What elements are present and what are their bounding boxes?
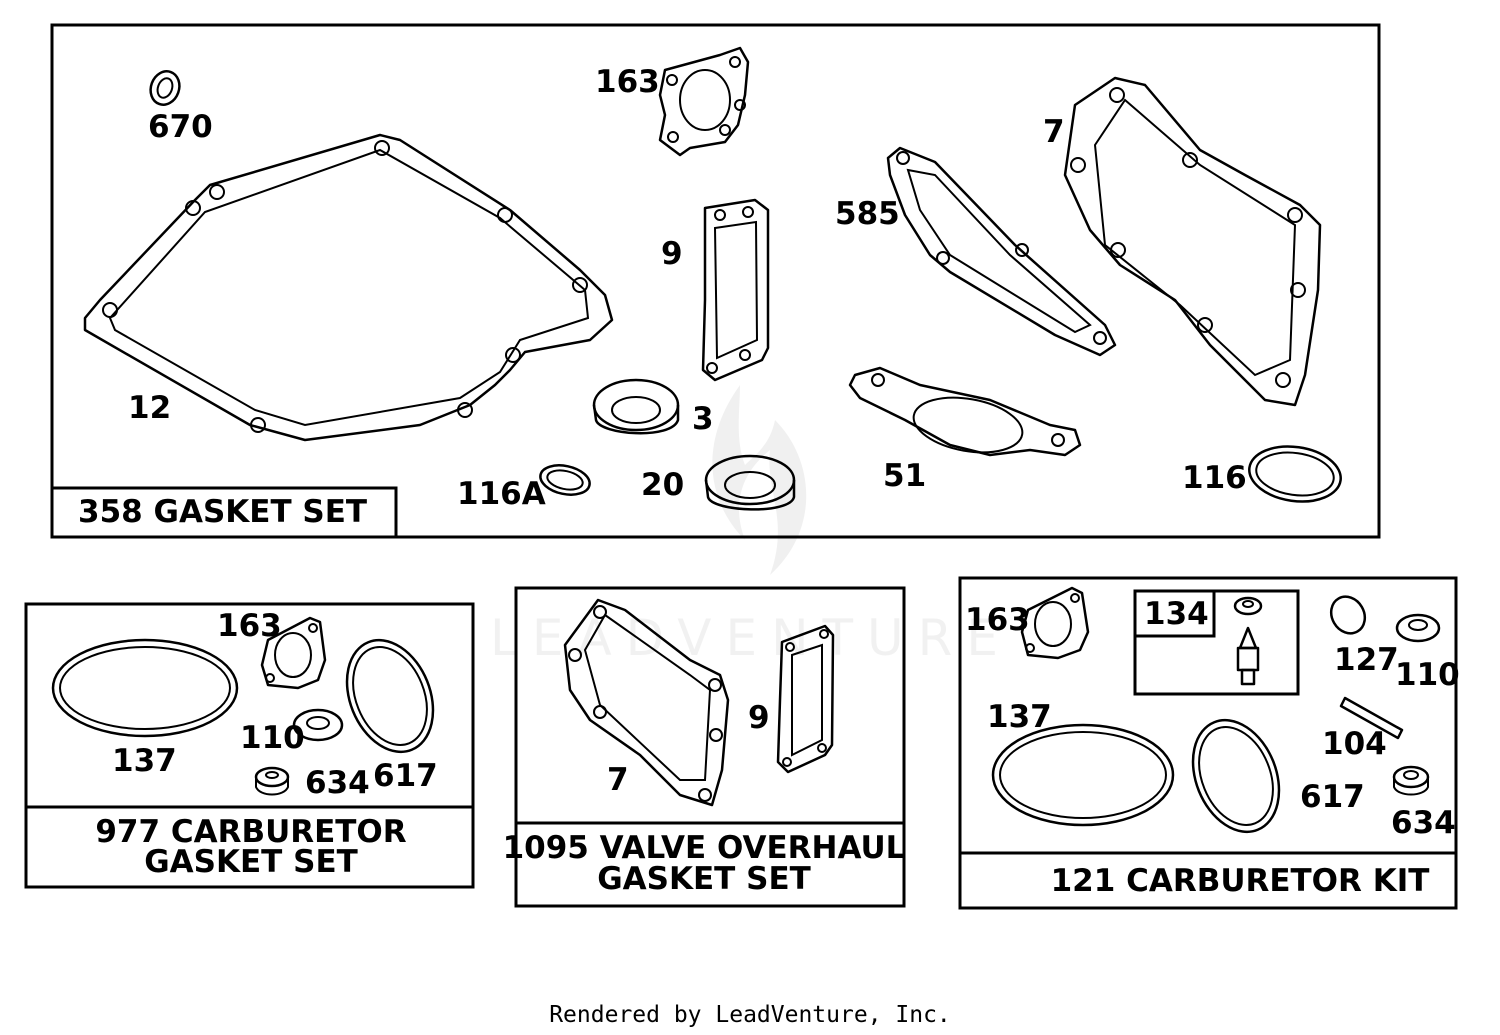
part-634-washer xyxy=(1392,765,1430,796)
carb-kit-title: 121 CARBURETOR KIT xyxy=(1051,863,1430,899)
part-label: 163 xyxy=(217,608,282,644)
gasket-set-panel: 358 GASKET SET xyxy=(50,23,1381,539)
watermark-text: LEADVENTURE xyxy=(490,609,1012,667)
part-label: 163 xyxy=(965,602,1030,638)
part-137-ring xyxy=(51,638,239,738)
part-label: 634 xyxy=(1391,805,1456,841)
part-label: 7 xyxy=(607,762,629,798)
part-116a-ring xyxy=(539,464,591,496)
valve-title-line1: 1095 VALVE OVERHAUL xyxy=(503,830,906,866)
part-label: 617 xyxy=(1300,779,1365,815)
part-20-oil-seal xyxy=(704,454,796,511)
carb-gasket-title-line1: 977 CARBURETOR xyxy=(95,814,406,850)
part-127-plug xyxy=(1329,595,1367,635)
part-label: 110 xyxy=(240,720,305,756)
carb-gasket-set-panel: 977 CARBURETOR GASKET SET 163 137 110 xyxy=(24,602,475,889)
part-label: 585 xyxy=(835,196,900,232)
valve-overhaul-set-panel: 1095 VALVE OVERHAUL GASKET SET 9 7 xyxy=(503,586,906,908)
part-label: 116 xyxy=(1182,460,1247,496)
part-label: 7 xyxy=(1043,114,1065,150)
part-104-pin xyxy=(1339,696,1404,740)
part-label: 617 xyxy=(373,758,438,794)
part-label: 104 xyxy=(1322,726,1387,762)
footer-credit: Rendered by LeadVenture, Inc. xyxy=(549,1002,951,1028)
part-label: 127 xyxy=(1334,642,1399,678)
carb-gasket-title-line2: GASKET SET xyxy=(144,844,358,880)
part-9-valve-cover-gasket xyxy=(701,198,770,382)
carburetor-kit-panel: 121 CARBURETOR KIT xyxy=(958,576,1460,910)
part-12-crankcase-gasket xyxy=(83,133,614,442)
part-110-washer xyxy=(292,708,344,742)
watermark-flame-logo xyxy=(712,385,807,575)
part-label: 9 xyxy=(748,700,770,736)
part-670-ring xyxy=(149,70,181,106)
part-3-oil-seal xyxy=(592,378,680,435)
part-label: 20 xyxy=(641,467,684,503)
part-617-ring xyxy=(345,638,435,754)
part-116-ring xyxy=(1248,445,1342,503)
part-634-washer xyxy=(254,766,290,796)
part-137-ring xyxy=(991,723,1175,827)
part-label: 9 xyxy=(661,236,683,272)
part-label: 670 xyxy=(148,109,213,145)
part-617-ring xyxy=(1191,718,1281,834)
part-585-intake-gasket xyxy=(886,146,1117,357)
part-label: 116A xyxy=(457,476,546,512)
part-label: 3 xyxy=(692,401,714,437)
part-7-head-gasket xyxy=(1063,76,1322,407)
part-label: 12 xyxy=(128,390,171,426)
part-label: 634 xyxy=(305,765,370,801)
part-163-carb-gasket xyxy=(260,616,327,690)
part-label: 137 xyxy=(987,699,1052,735)
part-9-valve-cover-gasket xyxy=(776,624,835,774)
part-label: 51 xyxy=(883,458,926,494)
part-7-head-gasket xyxy=(563,598,730,807)
part-51-exhaust-gasket xyxy=(848,366,1082,457)
part-110-washer xyxy=(1395,613,1441,643)
valve-title-line2: GASKET SET xyxy=(597,861,811,897)
gasket-set-title: 358 GASKET SET xyxy=(78,494,367,530)
part-163-carb-gasket xyxy=(658,46,750,157)
part-134-needle-valve xyxy=(1233,596,1263,686)
part-163-carb-gasket xyxy=(1020,586,1090,660)
part-label: 110 xyxy=(1395,657,1460,693)
part-label: 137 xyxy=(112,743,177,779)
part-label: 134 xyxy=(1144,596,1209,632)
part-label: 163 xyxy=(595,64,660,100)
